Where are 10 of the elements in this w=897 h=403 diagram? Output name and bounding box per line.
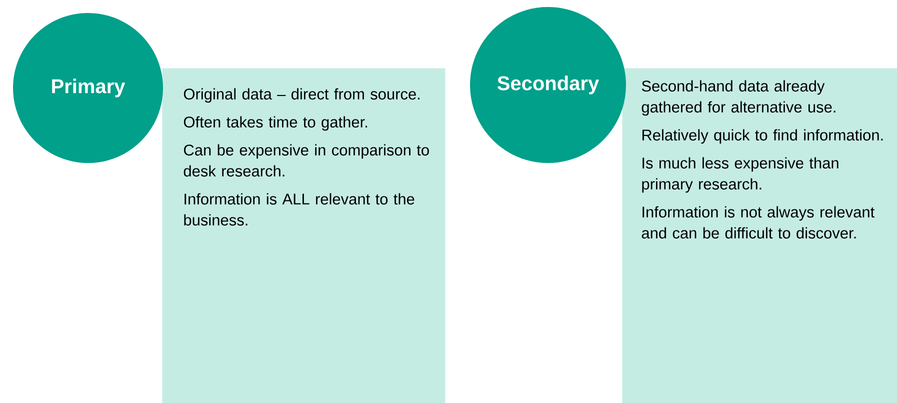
body-text: Relatively quick to find information. [642,129,883,144]
body-text: Is much less expensive than primary research. [642,157,838,193]
text-panel [162,68,446,403]
body-text: Second-hand data already gathered for alternative use. [642,80,836,116]
body-text: Information is ALL relevant to the business. [184,193,414,226]
text-panel [622,68,897,403]
body-text: Often takes time to gather. [184,116,368,131]
body-text: Information is not always relevant and can be difficult to discover. [642,206,874,239]
body-text: Can be expensive in comparison to desk research. [184,144,429,177]
body-text: Original data – direct from source. [184,88,420,103]
